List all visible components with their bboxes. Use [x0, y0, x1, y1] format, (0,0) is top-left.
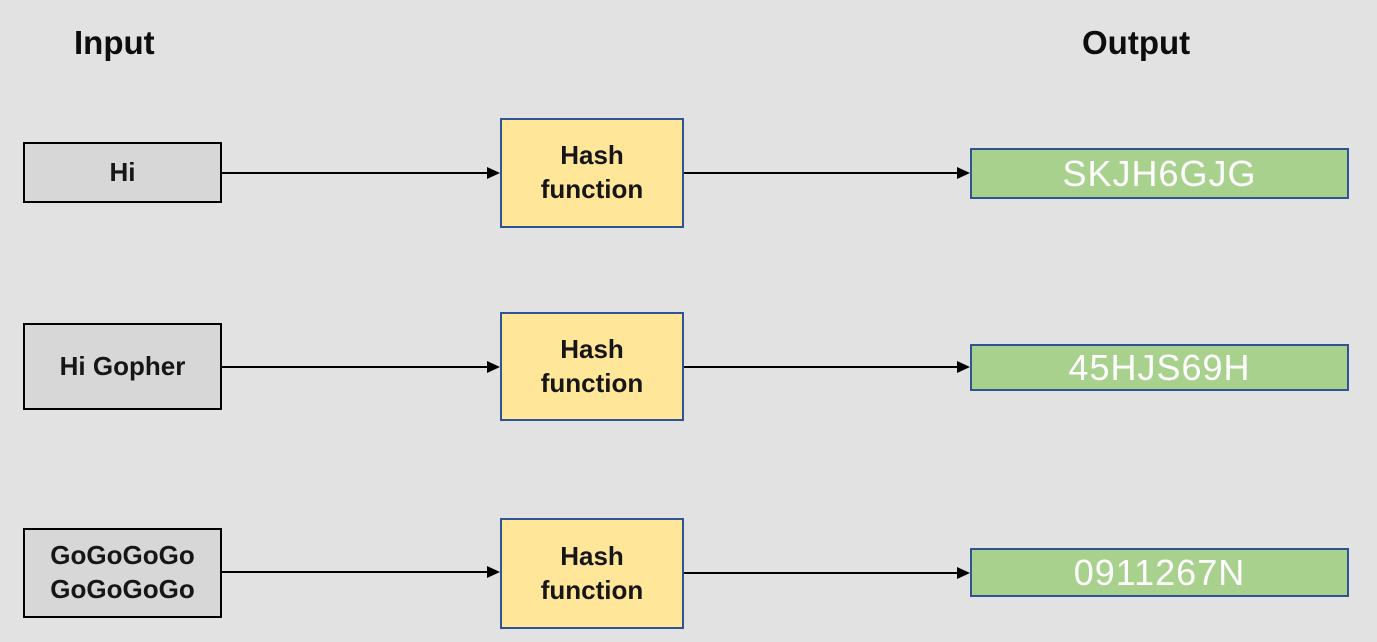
output-box: 0911267N — [970, 548, 1349, 597]
output-column-header: Output — [1082, 24, 1191, 61]
output-box: SKJH6GJG — [970, 148, 1349, 199]
arrowhead-icon — [487, 167, 500, 179]
input-box: GoGoGoGo GoGoGoGo — [23, 528, 222, 618]
flow-arrow — [222, 360, 500, 374]
arrowhead-icon — [957, 361, 970, 373]
output-box: 45HJS69H — [970, 344, 1349, 391]
flow-arrow — [684, 360, 970, 374]
arrowhead-icon — [957, 567, 970, 579]
input-box: Hi Gopher — [23, 323, 222, 410]
flow-arrow — [222, 166, 500, 180]
hash-function-box: Hash function — [500, 518, 684, 629]
flow-arrow — [222, 565, 500, 579]
arrow-line — [684, 572, 957, 574]
flow-arrow — [684, 566, 970, 580]
arrow-line — [684, 366, 957, 368]
input-column-header: Input — [74, 24, 155, 61]
input-box: Hi — [23, 142, 222, 203]
arrow-line — [222, 172, 487, 174]
arrow-line — [684, 172, 957, 174]
arrow-line — [222, 366, 487, 368]
hash-function-box: Hash function — [500, 118, 684, 228]
arrowhead-icon — [487, 566, 500, 578]
arrow-line — [222, 571, 487, 573]
flow-arrow — [684, 166, 970, 180]
arrowhead-icon — [487, 361, 500, 373]
arrowhead-icon — [957, 167, 970, 179]
hash-function-box: Hash function — [500, 312, 684, 421]
